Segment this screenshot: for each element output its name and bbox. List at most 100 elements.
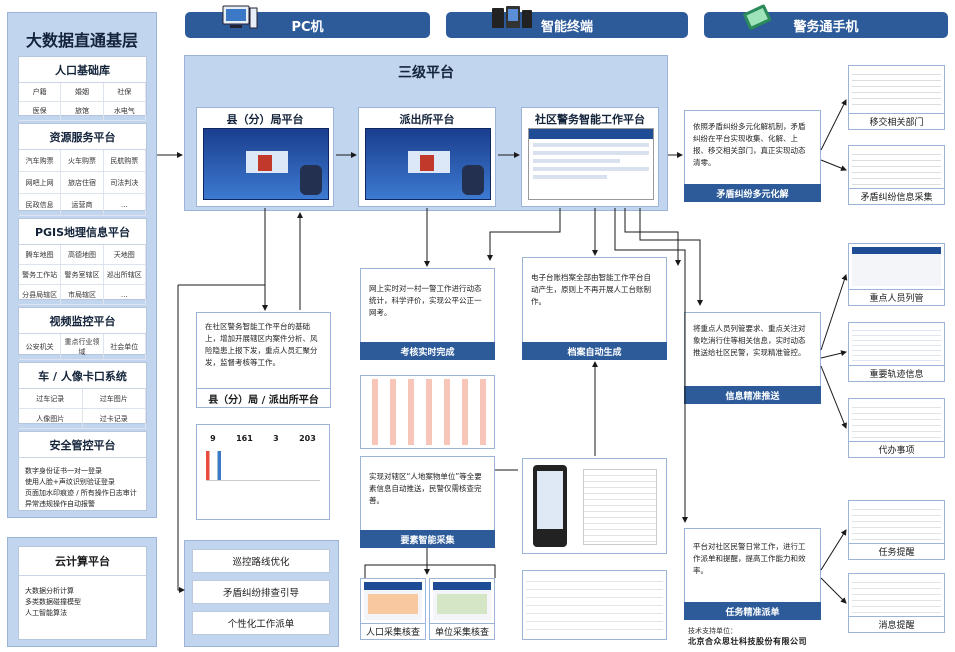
grid-cell: 分县局辖区 <box>19 285 62 305</box>
grid-cell: … <box>103 194 146 216</box>
county-stats-thumb: 9 161 3 203 <box>196 424 330 520</box>
tab-pc-label: PC机 <box>291 19 324 35</box>
transfer-label: 移交相关部门 <box>849 113 944 129</box>
community-screen <box>528 128 654 200</box>
key-person-label: 重点人员列管 <box>849 289 944 305</box>
arrow-dispute-transfer <box>820 99 847 151</box>
county-platform-title: 县（分）局平台 <box>226 113 304 126</box>
task-remind-thumb: 任务提醒 <box>848 500 945 560</box>
county-screen <box>203 128 329 200</box>
section-population: 人口基础库 户籍 婚姻 社保 医保 旅馆 水电气 <box>18 56 147 121</box>
county-box-title-text: 县（分）局 / 派出所平台 <box>208 394 319 406</box>
cloud-title: 云计算平台 <box>19 547 146 576</box>
trajectory-label: 重要轨迹信息 <box>849 365 944 381</box>
grid-cell: 网吧上网 <box>19 172 62 194</box>
grid-cell: 医保 <box>19 102 62 121</box>
grid-cell: 过车图片 <box>82 389 146 409</box>
archive-title: 档案自动生成 <box>522 342 667 360</box>
section-pgis: PGIS地理信息平台 腾车地图 高德地图 天地图 警务工作站 警务室辖区 巡出所… <box>18 218 147 305</box>
cloud-line: 大数据分析计算 <box>25 587 74 595</box>
exam-title: 考核实时完成 <box>360 342 495 360</box>
option-dispute: 矛盾纠纷排查引导 <box>192 580 330 604</box>
unit-collect-label: 单位采集核查 <box>430 623 494 639</box>
section-title: 安全管控平台 <box>19 432 146 458</box>
grid-cell: 民航购票 <box>103 150 146 172</box>
grid-cell: 婚姻 <box>61 83 104 102</box>
grid-cell: 社保 <box>103 83 146 102</box>
task-remind-label: 任务提醒 <box>849 543 944 559</box>
collect-title: 要素智能采集 <box>360 530 495 548</box>
grid-cell: 腾车地图 <box>19 245 62 265</box>
section-resource: 资源服务平台 汽车购票 火车购票 民航购票 网吧上网 旅店住宿 司法判决 民政信… <box>18 123 147 216</box>
dispute-title: 矛盾纠纷多元化解 <box>684 184 821 202</box>
station-platform-title: 派出所平台 <box>399 113 455 126</box>
grid-cell: 市局辖区 <box>61 285 104 305</box>
arrow-community-down-1 <box>487 208 561 261</box>
grid-cell: 人像图片 <box>19 409 83 429</box>
grid-cell: 高德地图 <box>61 245 104 265</box>
arrow-task-message <box>820 577 847 604</box>
exam-box: 网上实时对一村一警工作进行动态统计，科学评价，实现公平公正一网考。 考核实时完成 <box>360 268 495 360</box>
grid-cell: 运营商 <box>61 194 104 216</box>
grid-cell: 警务室辖区 <box>61 265 104 285</box>
terminal-icon <box>492 6 532 28</box>
arrow-info-keyperson <box>820 274 848 351</box>
archive-doc-thumb <box>522 570 667 640</box>
todo-thumb: 代办事项 <box>848 398 945 458</box>
county-platform: 县（分）局平台 <box>196 107 334 207</box>
dispute-text: 依照矛盾纠纷多元化解机制，矛盾纠纷在平台实现收集、化解、上报、移交相关部门，真正… <box>693 122 806 167</box>
main-title: 三级平台 <box>398 65 454 81</box>
task-text: 平台对社区民警日常工作，进行工作派单和提醒，提高工作能力和效率。 <box>693 542 806 575</box>
county-description: 在社区警务智能工作平台的基础上，增加开展辖区内案件分析、风险隐患上报下发，重点人… <box>205 322 318 367</box>
dispute-box: 依照矛盾纠纷多元化解机制，矛盾纠纷在平台实现收集、化解、上报、移交相关部门，真正… <box>684 110 821 202</box>
grid-cell: 警务工作站 <box>19 265 62 285</box>
grid-cell: … <box>103 285 146 305</box>
archive-text: 电子台账档案全部由智能工作平台自动产生，原则上不再开展人工台账制作。 <box>531 273 651 306</box>
security-line: 页面加水印痕迹 / 所有操作日志审计 <box>25 489 137 497</box>
grid-cell: 天地图 <box>103 245 146 265</box>
population-collect-label: 人口采集核查 <box>361 623 425 639</box>
arrow-community-down-3 <box>639 208 703 306</box>
handheld-device-thumb <box>522 458 667 554</box>
archive-box: 电子台账档案全部由智能工作平台自动产生，原则上不再开展人工台账制作。 档案自动生… <box>522 257 667 360</box>
info-title: 信息精准推送 <box>684 386 821 404</box>
todo-label: 代办事项 <box>849 441 944 457</box>
key-person-thumb: 重点人员列管 <box>848 243 945 306</box>
arrow-info-todo <box>820 365 847 429</box>
section-title: 车 / 人像卡口系统 <box>19 363 146 389</box>
option-label: 矛盾纠纷排查引导 <box>222 588 299 599</box>
community-platform-title: 社区警务智能工作平台 <box>535 113 645 126</box>
left-panel-title: 大数据直通基层 <box>25 31 138 50</box>
trajectory-thumb: 重要轨迹信息 <box>848 322 945 382</box>
tab-phone-label: 警务通手机 <box>793 19 859 35</box>
collect-box: 实现对辖区“人地案物单位”等全要素信息自动推送，民警仅需核查完善。 要素智能采集 <box>360 456 495 548</box>
tab-terminal: 智能终端 <box>446 12 688 38</box>
cloud-line: 人工智能算法 <box>25 609 67 617</box>
exam-text: 网上实时对一村一警工作进行动态统计，科学评价，实现公平公正一网考。 <box>369 284 482 317</box>
grid-cell: 重点行业领域 <box>61 334 104 360</box>
security-line: 异常违规操作自动报警 <box>25 500 95 508</box>
task-box: 平台对社区民警日常工作，进行工作派单和提醒，提高工作能力和效率。 任务精准派单 <box>684 528 821 620</box>
phone-icon <box>743 4 772 30</box>
security-line: 使用人脸+声纹识别验证登录 <box>25 478 115 486</box>
grid-cell: 旅馆 <box>61 102 104 121</box>
option-label: 个性化工作派单 <box>227 619 295 630</box>
stat-value: 3 <box>273 434 279 443</box>
grid-cell: 司法判决 <box>103 172 146 194</box>
pc-icon <box>222 5 258 29</box>
section-video: 视频监控平台 公安机关 重点行业领域 社会单位 <box>18 307 147 360</box>
dispute-collect-label: 矛盾纠纷信息采集 <box>849 188 944 204</box>
info-box: 将重点人员列管要求、重点关注对象吃消行住等相关信息，实时动态推送给社区民警，实现… <box>684 312 821 404</box>
tab-pc: PC机 <box>185 12 430 38</box>
grid-cell: 旅店住宿 <box>61 172 104 194</box>
exam-thumb <box>360 375 495 449</box>
grid-cell: 社会单位 <box>103 334 146 360</box>
left-data-panel: 大数据直通基层 人口基础库 户籍 婚姻 社保 医保 旅馆 水电气 资源服务平台 … <box>7 12 157 518</box>
stat-value: 161 <box>236 434 253 443</box>
arrow-community-down-4 <box>614 208 688 523</box>
task-title: 任务精准派单 <box>684 602 821 620</box>
grid-cell: 户籍 <box>19 83 62 102</box>
dispute-collect-thumb: 矛盾纠纷信息采集 <box>848 145 945 205</box>
info-text: 将重点人员列管要求、重点关注对象吃消行住等相关信息，实时动态推送给社区民警，实现… <box>693 324 806 357</box>
community-platform: 社区警务智能工作平台 <box>521 107 659 207</box>
